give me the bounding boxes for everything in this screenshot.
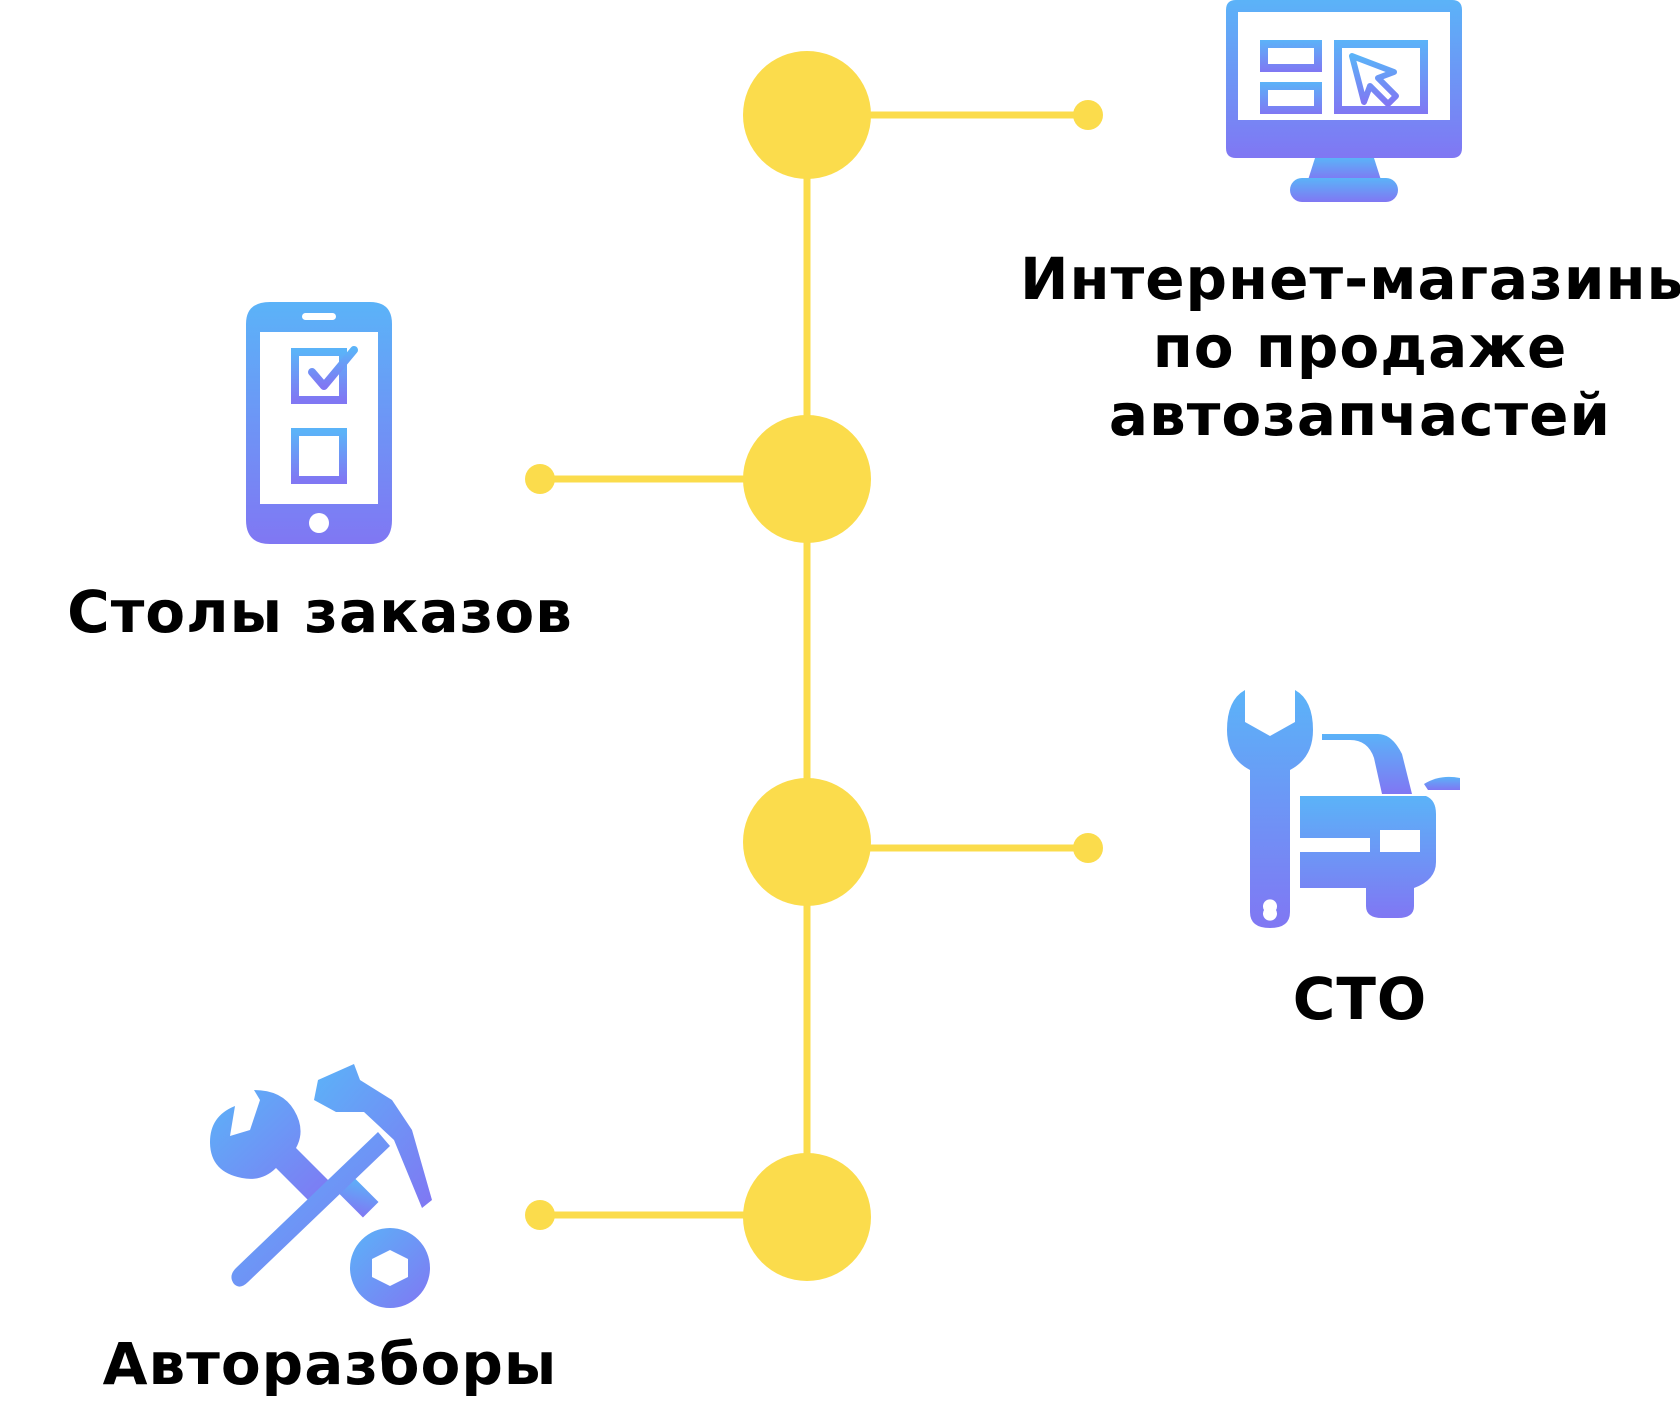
timeline-node-3 [743,778,871,906]
node-label-online-shops: Интернет-магазины по продаже автозапчаст… [1010,245,1680,449]
label-line: автозапчастей [1108,381,1612,449]
label-line: по продаже [1152,313,1568,381]
label-line: Интернет-магазины [1019,245,1680,313]
node-label-service-station: СТО [1292,965,1428,1033]
smartphone-checklist-icon [246,302,392,544]
computer-monitor-icon [1226,0,1462,202]
node-label-order-desks: Столы заказов [67,578,573,646]
node-label-dismantlers: Авторазборы [102,1330,558,1398]
timeline-node-2 [743,415,871,543]
wrench-hammer-icon [210,1064,432,1308]
wrench-car-icon [1227,690,1460,928]
timeline-node-4 [743,1153,871,1281]
timeline-node-1 [743,51,871,179]
